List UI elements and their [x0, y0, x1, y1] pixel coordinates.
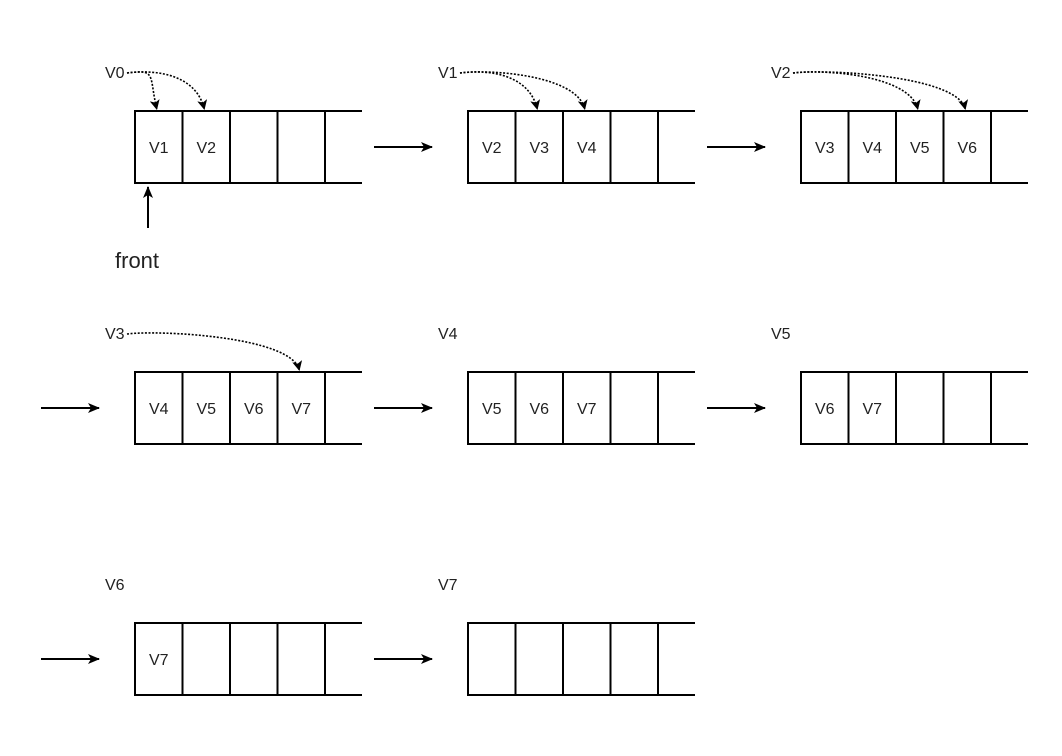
- queue-item: V2: [196, 140, 216, 157]
- queue-item: V5: [910, 140, 930, 157]
- queue-item: V6: [529, 401, 549, 418]
- queue-frame: [800, 110, 1028, 184]
- queue-item: V4: [862, 140, 882, 157]
- enqueue-arrow: [792, 71, 969, 110]
- vertex-label: V1: [438, 65, 458, 82]
- vertex-label: V0: [105, 65, 125, 82]
- queue-item: V4: [577, 140, 597, 157]
- queue-frame: [467, 110, 695, 184]
- queue-item: V1: [149, 140, 169, 157]
- enqueue-arrow: [792, 71, 921, 110]
- vertex-label: V4: [438, 326, 458, 343]
- queue-frame: [467, 371, 695, 445]
- queue-item: V4: [149, 401, 169, 418]
- enqueue-arrow: [126, 332, 303, 371]
- queue-item: V7: [862, 401, 882, 418]
- queue-item: V2: [482, 140, 502, 157]
- queue-item: V3: [529, 140, 549, 157]
- queue-item: V6: [815, 401, 835, 418]
- enqueue-arrow: [126, 71, 208, 110]
- vertex-label: V7: [438, 577, 458, 594]
- queue-frame: [800, 371, 1028, 445]
- queue-item: V6: [244, 401, 264, 418]
- queue-item: V3: [815, 140, 835, 157]
- vertex-label: V6: [105, 577, 125, 594]
- queue-frame: [134, 622, 362, 696]
- queue-item: V7: [149, 652, 169, 669]
- queue-item: V5: [482, 401, 502, 418]
- enqueue-arrow: [126, 71, 160, 110]
- vertex-label: V2: [771, 65, 791, 82]
- enqueue-arrow: [459, 71, 541, 110]
- queue-frame: [134, 110, 362, 184]
- enqueue-arrow: [459, 71, 588, 110]
- queue-item: V7: [577, 401, 597, 418]
- queue-frame: [467, 622, 695, 696]
- queue-item: V7: [291, 401, 311, 418]
- queue-item: V5: [196, 401, 216, 418]
- queue-frame: [134, 371, 362, 445]
- front-label: front: [115, 248, 159, 273]
- queue-item: V6: [957, 140, 977, 157]
- vertex-label: V5: [771, 326, 791, 343]
- vertex-label: V3: [105, 326, 125, 343]
